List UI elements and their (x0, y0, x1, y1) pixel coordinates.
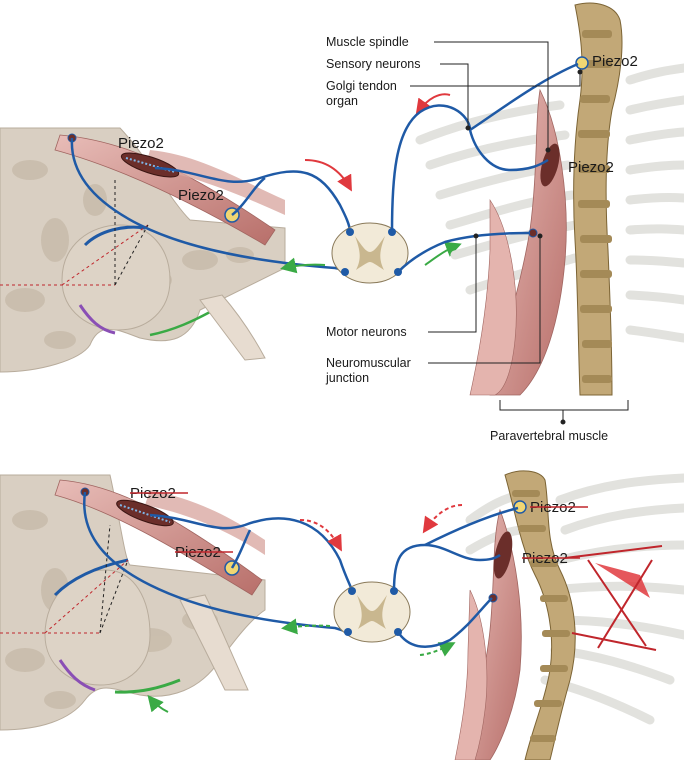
muscle-spindle-label: Muscle spindle (326, 35, 409, 49)
spine-top (415, 2, 684, 396)
nerves-right-top (390, 62, 579, 273)
golgi-tendon-label-line2: organ (326, 94, 358, 108)
green-dashed-arrow-right-bottom (419, 642, 456, 657)
green-arrow-hip-bottom (147, 694, 169, 713)
spine-spindle-piezo2-label: Piezo2 (568, 159, 614, 176)
spinal-cord-bottom (333, 581, 411, 643)
golgi-tendon-label-line1: Golgi tendon (326, 79, 397, 93)
red-arrow-left-top (304, 159, 352, 192)
red-dashed-arrow-left-bottom (299, 519, 342, 552)
nerves-right-bottom (392, 506, 519, 648)
sensory-neurons-label: Sensory neurons (326, 57, 421, 71)
hip-spindle-piezo2-label: Piezo2 (118, 135, 164, 152)
green-arrow-left-top (280, 257, 326, 274)
green-dashed-arrow-left-bottom (281, 618, 331, 635)
hip-golgi-piezo2-label: Piezo2 (178, 187, 224, 204)
leader-lines-top (410, 41, 629, 425)
green-arrow-right-top (424, 241, 462, 266)
red-dashed-arrow-right-bottom (422, 504, 463, 534)
nmj-label-line2: junction (325, 371, 369, 385)
top-panel: Piezo2 Piezo2 Piezo2 Piezo2 Muscle spind… (0, 2, 684, 443)
spine-bottom (454, 470, 684, 761)
spinal-cord-top (331, 222, 409, 284)
bottom-panel: Piezo2 Piezo2 Piezo2 Piezo2 (0, 470, 684, 761)
hip-joint-bottom (0, 474, 266, 731)
nmj-label-line1: Neuromuscular (326, 356, 411, 370)
paravertebral-muscle-label: Paravertebral muscle (490, 429, 608, 443)
spine-golgi-piezo2-label: Piezo2 (592, 53, 638, 70)
red-arrow-right-top (415, 93, 451, 116)
motor-neurons-label: Motor neurons (326, 325, 407, 339)
hip-joint-top (0, 127, 286, 373)
